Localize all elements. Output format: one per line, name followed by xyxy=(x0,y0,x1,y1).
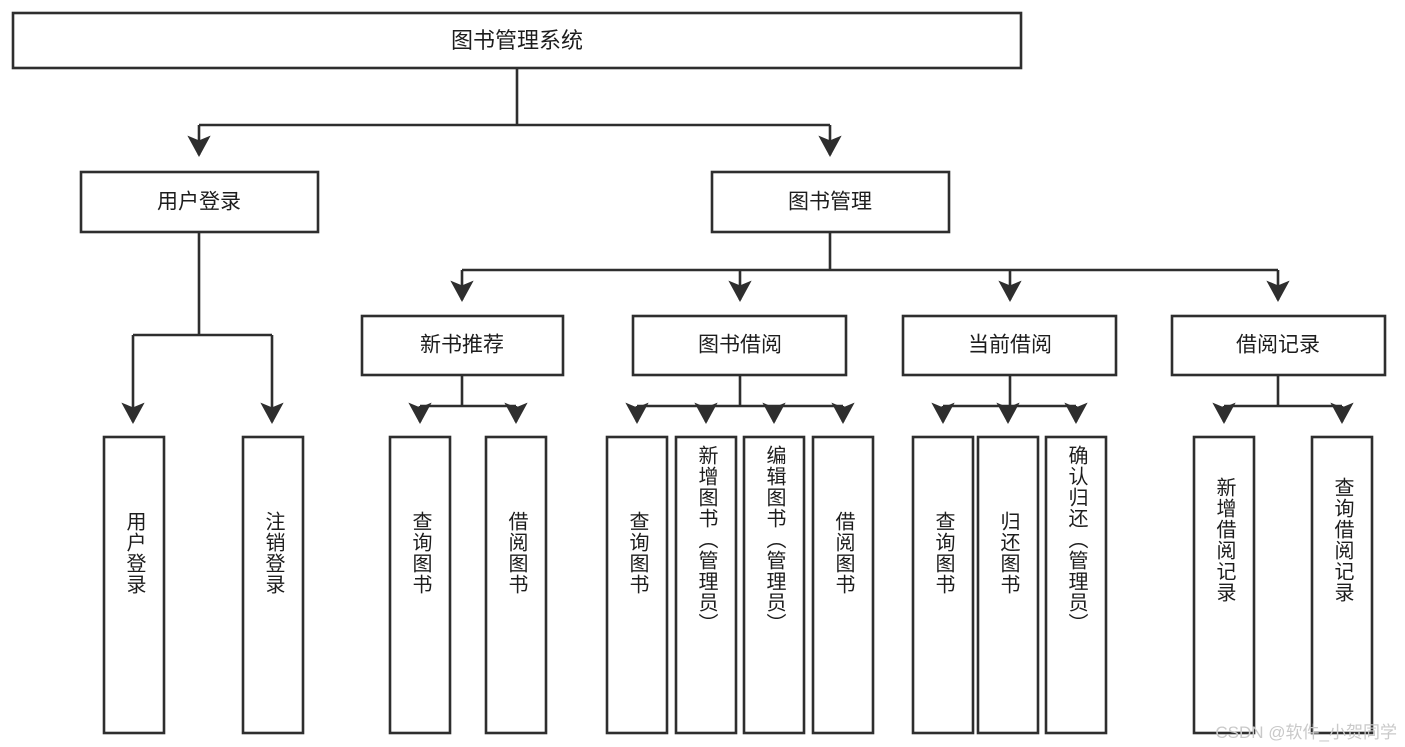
leaf-label-logout: 注销登录 xyxy=(262,511,284,595)
leaf-label-borrow-book-2-wrap: 借阅图书 xyxy=(813,437,873,733)
leaf-box-edit-book[interactable] xyxy=(742,435,806,735)
leaf-label-logout-wrap: 注销登录 xyxy=(243,437,303,733)
leaf-label-add-record: 新增借阅记录 xyxy=(1213,477,1235,603)
leaf-label-borrow-book-1-wrap: 借阅图书 xyxy=(486,437,546,733)
leaf-label-query-book-2-wrap: 查询图书 xyxy=(607,437,667,733)
leaf-box-add-book[interactable] xyxy=(674,435,738,735)
node-book-manage[interactable]: 图书管理 xyxy=(710,170,951,234)
node-borrow-record-label: 借阅记录 xyxy=(1236,334,1320,357)
node-root-label: 图书管理系统 xyxy=(451,28,583,53)
leaf-label-query-book-3-wrap: 查询图书 xyxy=(913,437,973,733)
leaf-label-query-record: 查询借阅记录 xyxy=(1331,477,1353,603)
node-current-borrow[interactable]: 当前借阅 xyxy=(901,314,1118,377)
leaf-label-add-book: 新增图书（管理员） xyxy=(695,445,717,634)
node-new-book-rec[interactable]: 新书推荐 xyxy=(360,314,565,377)
leaf-label-add-book-wrap: 新增图书（管理员） xyxy=(676,437,736,733)
leaf-box-add-record[interactable] xyxy=(1192,435,1256,735)
leaf-label-query-book-3: 查询图书 xyxy=(932,511,954,595)
leaf-box-query-record[interactable] xyxy=(1310,435,1374,735)
node-user-login[interactable]: 用户登录 xyxy=(79,170,320,234)
leaf-label-edit-book-wrap: 编辑图书（管理员） xyxy=(744,437,804,733)
leaf-box-user-login[interactable] xyxy=(102,435,166,735)
node-book-manage-label: 图书管理 xyxy=(788,191,872,214)
node-user-login-label: 用户登录 xyxy=(157,191,241,214)
node-book-borrow-label: 图书借阅 xyxy=(698,334,782,357)
node-borrow-record[interactable]: 借阅记录 xyxy=(1170,314,1387,377)
leaf-label-query-book-1-wrap: 查询图书 xyxy=(390,437,450,733)
leaf-label-user-login-wrap: 用户登录 xyxy=(104,437,164,733)
leaf-box-return-book[interactable] xyxy=(976,435,1040,735)
leaf-label-borrow-book-1: 借阅图书 xyxy=(505,511,527,595)
leaf-box-query-book-1[interactable] xyxy=(388,435,452,735)
leaf-label-borrow-book-2: 借阅图书 xyxy=(832,511,854,595)
leaf-box-query-book-2[interactable] xyxy=(605,435,669,735)
leaf-label-edit-book: 编辑图书（管理员） xyxy=(763,445,785,634)
watermark-text: CSDN @软件_小贺同学 xyxy=(1215,723,1397,742)
leaf-label-confirm-return-wrap: 确认归还（管理员） xyxy=(1046,437,1106,733)
leaf-label-confirm-return: 确认归还（管理员） xyxy=(1065,445,1087,634)
leaf-label-return-book-wrap: 归还图书 xyxy=(978,437,1038,733)
node-book-borrow[interactable]: 图书借阅 xyxy=(631,314,848,377)
leaf-label-return-book: 归还图书 xyxy=(997,511,1019,595)
leaf-label-add-record-wrap: 新增借阅记录 xyxy=(1194,437,1254,733)
leaf-box-query-book-3[interactable] xyxy=(911,435,975,735)
leaf-label-query-book-2: 查询图书 xyxy=(626,511,648,595)
leaf-box-borrow-book-1[interactable] xyxy=(484,435,548,735)
leaf-label-query-record-wrap: 查询借阅记录 xyxy=(1312,437,1372,733)
leaf-label-user-login: 用户登录 xyxy=(123,511,145,595)
leaf-box-borrow-book-2[interactable] xyxy=(811,435,875,735)
node-new-book-rec-label: 新书推荐 xyxy=(420,334,504,357)
leaf-box-logout[interactable] xyxy=(241,435,305,735)
leaf-label-query-book-1: 查询图书 xyxy=(409,511,431,595)
node-root[interactable]: 图书管理系统 xyxy=(11,11,1023,70)
leaf-box-confirm-return[interactable] xyxy=(1044,435,1108,735)
node-current-borrow-label: 当前借阅 xyxy=(968,334,1052,357)
